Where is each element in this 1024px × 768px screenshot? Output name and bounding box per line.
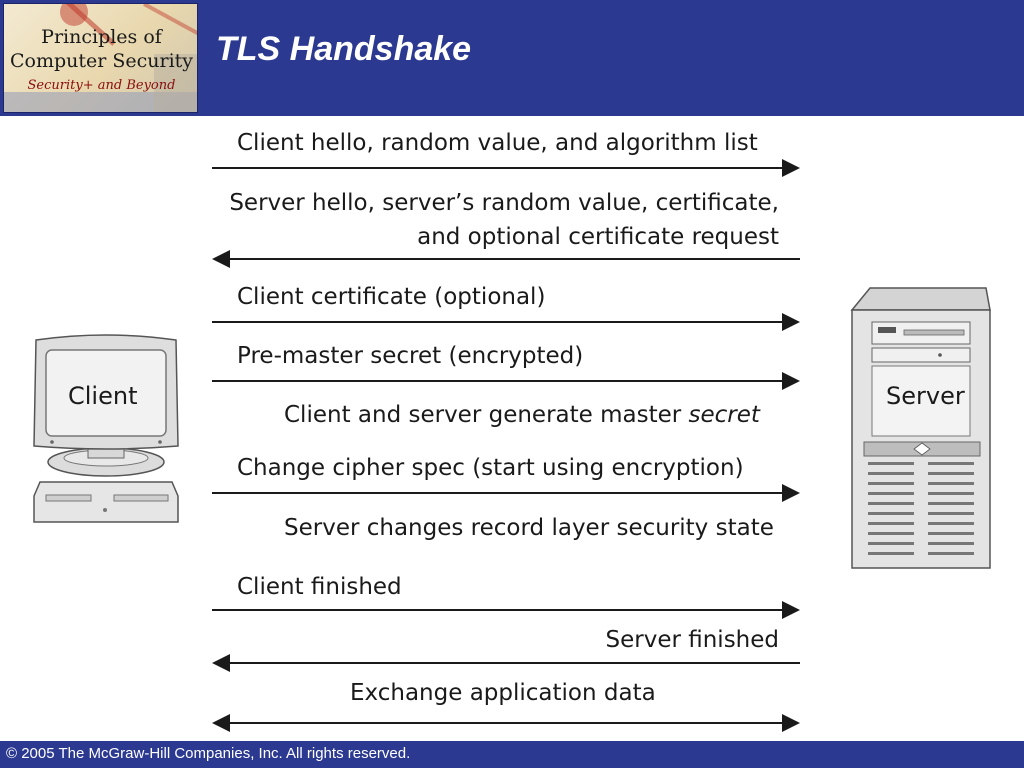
arrow-exchange-data [212, 714, 800, 732]
book-logo: Principles of Computer Security Security… [3, 3, 198, 113]
msg-client-certificate: Client certificate (optional) [237, 284, 546, 310]
slide-header: Principles of Computer Security Security… [0, 0, 1024, 116]
logo-background-icon [4, 4, 197, 112]
client-computer-icon [33, 334, 179, 523]
msg-server-finished: Server finished [605, 627, 780, 653]
logo-line-1: Principles of [41, 26, 162, 48]
logo-line-3: Security+ and Beyond [27, 78, 176, 93]
arrow-change-cipher-spec [212, 484, 800, 502]
copyright-text: © 2005 The McGraw-Hill Companies, Inc. A… [6, 745, 411, 762]
slide-footer: © 2005 The McGraw-Hill Companies, Inc. A… [0, 741, 1024, 768]
server-label: Server [886, 382, 965, 410]
msg-generate-master-italic: secret [688, 402, 760, 428]
msg-server-hello-line1: Server hello, server’s random value, cer… [229, 190, 779, 216]
msg-client-finished: Client finished [237, 574, 402, 600]
msg-client-hello: Client hello, random value, and algorith… [237, 130, 758, 156]
msg-server-changes-state: Server changes record layer security sta… [284, 515, 774, 541]
arrow-client-certificate [212, 313, 800, 331]
arrow-server-hello [212, 250, 800, 268]
server-tower-icon [850, 287, 991, 569]
logo-line-2: Computer Security [9, 50, 194, 72]
msg-generate-master-prefix: Client and server generate master [284, 402, 689, 428]
slide-title: TLS Handshake [216, 30, 472, 68]
arrow-client-hello [212, 159, 800, 177]
msg-server-hello-line2: and optional certificate request [417, 224, 779, 250]
msg-exchange-application-data: Exchange application data [350, 680, 656, 706]
arrow-server-finished [212, 654, 800, 672]
arrow-pre-master-secret [212, 372, 800, 390]
arrow-client-finished [212, 601, 800, 619]
msg-pre-master-secret: Pre-master secret (encrypted) [237, 343, 584, 369]
msg-generate-master-secret: Client and server generate master secret [284, 402, 760, 428]
msg-change-cipher-spec: Change cipher spec (start using encrypti… [237, 455, 744, 481]
client-label: Client [68, 382, 138, 410]
